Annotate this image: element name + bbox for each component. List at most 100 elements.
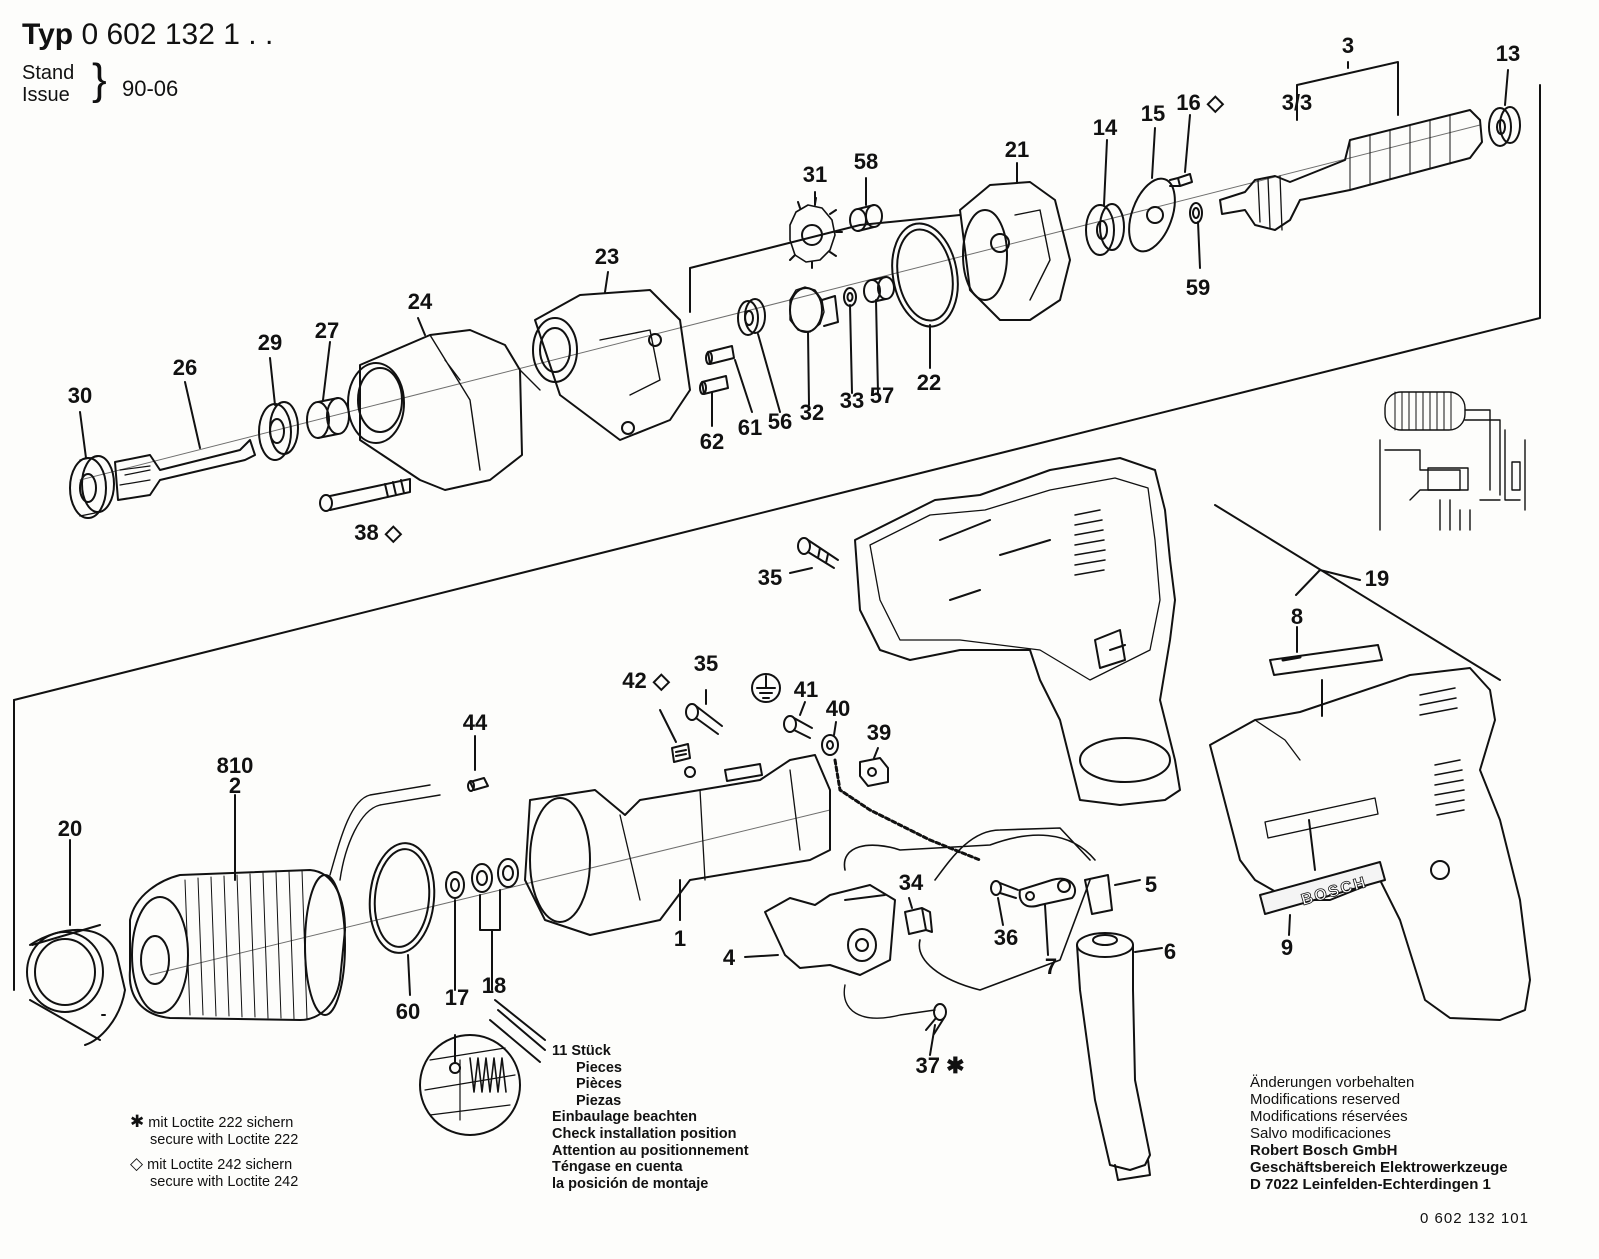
part-23-gear-case [532, 289, 691, 441]
callout-2: 3/3 [1281, 90, 1313, 115]
callout-7: 59 [1185, 275, 1211, 300]
part-21-bearing-plate [959, 181, 1071, 321]
modifications-company-note: Änderungen vorbehalten Modifications res… [1250, 1074, 1508, 1193]
callout-30: 35 [693, 651, 719, 676]
callout-8: 21 [1004, 137, 1030, 162]
part-32-gear [789, 286, 839, 333]
ground-wire [833, 758, 982, 862]
callout-33: 39 [866, 720, 892, 745]
part-20-ring [26, 924, 126, 1046]
callout-44: 36 [993, 925, 1019, 950]
callout-6: 16 ◇ [1176, 90, 1224, 115]
type-heading: Typ 0 602 132 1 . . [22, 18, 274, 51]
callout-13: 33 [839, 388, 865, 413]
callout-20: 30 [67, 383, 93, 408]
part-26-spindle [114, 439, 256, 501]
part-38-screw [319, 478, 411, 512]
callout-29: 42 ◇ [622, 668, 670, 693]
part-39-clamp [859, 757, 889, 787]
ground-symbol-icon [751, 673, 781, 703]
callout-12: 32 [799, 400, 825, 425]
callout-40: 18 [481, 973, 507, 998]
callout-9: 31 [802, 162, 828, 187]
part-34-carbon-brush [904, 907, 933, 935]
part-19-housing-half [854, 457, 1181, 806]
part-24-housing [347, 329, 541, 491]
part-5-cable-grommet [1084, 874, 1113, 915]
callout-37: 20 [57, 816, 83, 841]
callout-10: 58 [853, 149, 879, 174]
part-4-switch [764, 884, 896, 976]
issue-date: 90-06 [122, 76, 179, 101]
part-58-sleeve [849, 204, 883, 232]
part-27-sleeve [306, 397, 350, 439]
part-42-screw [671, 743, 691, 763]
part-16-screw [1169, 173, 1193, 187]
callout-38: 60 [395, 999, 421, 1024]
callout-3: 13 [1495, 41, 1521, 66]
callout-27: 8 [1290, 604, 1304, 629]
part-housing-half-lower [1209, 667, 1531, 1021]
part-59-washer [1189, 202, 1203, 224]
callout-31: 41 [793, 677, 819, 702]
callout-5: 15 [1140, 101, 1166, 126]
callout-18: 29 [257, 330, 283, 355]
type-number: 0 602 132 [81, 18, 215, 51]
callout-42: 4 [722, 945, 736, 970]
callout-21: 56 [767, 409, 793, 434]
callout-45: 7 [1044, 954, 1058, 979]
callout-32: 40 [825, 696, 851, 721]
cable-leads [843, 827, 1096, 991]
pieces-count: 11 Stück [552, 1043, 611, 1059]
part-22-o-ring [891, 222, 959, 328]
part-37-screw [925, 1003, 947, 1035]
company-name: Robert Bosch GmbH [1250, 1142, 1398, 1159]
upper-frame-line [13, 84, 1541, 701]
part-14-bearing [1085, 203, 1125, 256]
part-3-armature [1219, 109, 1483, 231]
callout-19: 27 [314, 318, 340, 343]
callout-23: 62 [699, 429, 725, 454]
part-6-cable-guard [1076, 932, 1151, 1181]
callout-25: 35 [757, 565, 783, 590]
callout-28: 9 [1280, 935, 1294, 960]
callout-39: 17 [444, 985, 470, 1010]
part-8-label-plate [1269, 644, 1383, 676]
part-35-screw-lower [685, 703, 723, 735]
wiring-diagram-inset [1379, 391, 1526, 531]
upper-axis [79, 124, 1481, 481]
callout-14: 57 [869, 383, 895, 408]
part-17-18-washers [445, 858, 519, 899]
part-33-washer [843, 287, 857, 307]
callout-26: 19 [1364, 566, 1390, 591]
issue-label: Issue [22, 84, 70, 106]
type-suffix: 1 . . [223, 18, 274, 51]
callout-16: 24 [407, 289, 433, 314]
part-56-bearing [737, 298, 766, 336]
callout-17: 26 [172, 355, 198, 380]
callout-35: 810 [216, 753, 254, 778]
brace: } [92, 55, 107, 104]
part-62-pin [699, 375, 729, 395]
part-57-sleeve [863, 276, 895, 303]
part-44-sleeve [467, 777, 489, 792]
part-7-cable-clamp [1018, 877, 1077, 908]
loctite-222-note: ✱ mit Loctite 222 sichern secure with Lo… [130, 1112, 299, 1148]
part-9-bosch-plate [1259, 861, 1386, 915]
part-31-gear [789, 197, 843, 269]
callout-4: 14 [1092, 115, 1118, 140]
callout-24: 38 ◇ [354, 520, 402, 545]
document-number: 0 602 132 101 [1420, 1210, 1529, 1227]
installation-detail-circle [419, 999, 546, 1136]
callout-47: 6 [1163, 939, 1177, 964]
callout-46: 5 [1144, 872, 1158, 897]
part-61-pin [705, 345, 735, 365]
callout-15: 22 [916, 370, 942, 395]
part-35-screw-upper [797, 537, 839, 569]
stand-issue-labels: Stand Issue [22, 62, 74, 106]
callout-43: 34 [898, 870, 924, 895]
part-60-o-ring [368, 842, 436, 954]
loctite-242-note: ◇ mit Loctite 242 sichern secure with Lo… [130, 1154, 299, 1190]
part-29-bearing [258, 401, 299, 461]
